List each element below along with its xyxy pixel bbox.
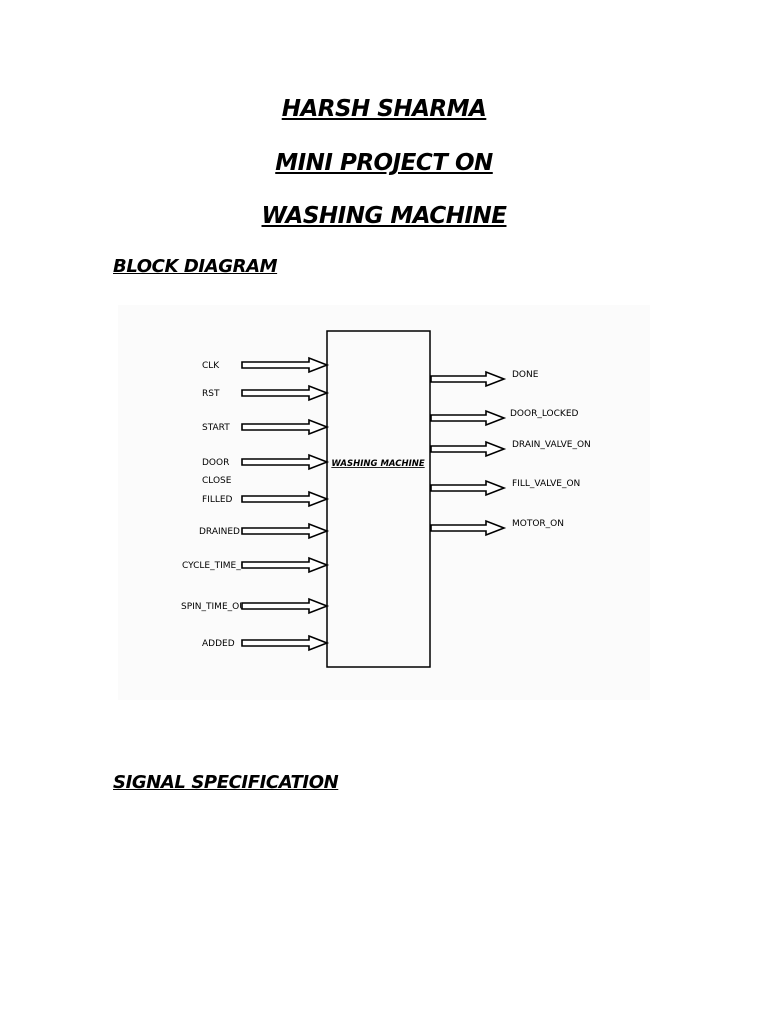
input-arrow-cycle-time-out-shape	[241, 556, 330, 574]
output-signals: DONE DOOR_LOCKED DRAIN_VALVE_ON FILL_VALVE_…	[430, 370, 591, 537]
input-arrow-rst-shape	[241, 384, 330, 402]
washing-machine-block-label: WASHING MACHINE	[331, 459, 425, 469]
input-label-clk: CLK	[202, 361, 220, 371]
output-label-motor-on: MOTOR_ON	[512, 519, 564, 529]
output-arrow-done	[430, 370, 507, 388]
output-arrow-drain-valve-on	[430, 440, 507, 458]
output-arrow-door-locked-shape	[430, 409, 507, 427]
project-subtitle: MINI PROJECT ON	[275, 150, 493, 176]
input-arrow-filled	[241, 490, 330, 508]
input-label-close: CLOSE	[202, 476, 232, 486]
input-label-cycle-time-out: CYCLE_TIME_OUT	[182, 561, 260, 571]
input-arrow-start	[241, 418, 330, 436]
input-arrow-door-shape	[241, 453, 330, 471]
output-label-door-locked: DOOR_LOCKED	[510, 409, 579, 419]
input-arrow-added-shape	[241, 634, 330, 652]
author-name: HARSH SHARMA	[281, 96, 487, 122]
input-arrow-door	[241, 453, 330, 471]
input-arrow-rst	[241, 384, 330, 402]
input-arrow-spin-time-out	[241, 597, 330, 615]
input-label-door: DOOR	[202, 458, 229, 468]
block-diagram-heading: BLOCK DIAGRAM	[113, 256, 278, 277]
signal-specification-heading: SIGNAL SPECIFICATION	[113, 772, 339, 793]
input-label-start: START	[202, 423, 230, 433]
input-arrow-cycle-time-out	[241, 556, 330, 574]
input-arrow-start-shape	[241, 418, 330, 436]
output-label-drain-valve-on: DRAIN_VALVE_ON	[512, 440, 591, 450]
input-arrow-clk-shape	[241, 356, 330, 374]
input-label-spin-time-out: SPIN_TIME_OUT	[181, 602, 252, 612]
output-arrow-motor-on	[430, 519, 507, 537]
output-arrow-door-locked	[430, 409, 507, 427]
block-diagram: WASHING MACHINE CLK RST START DOOR CLOSE FILL…	[118, 305, 650, 700]
input-arrow-drained	[241, 522, 330, 540]
project-topic: WASHING MACHINE	[261, 203, 507, 229]
input-label-added: ADDED	[202, 639, 235, 649]
block-diagram-svg: WASHING MACHINE CLK RST START DOOR CLOSE FILL…	[181, 330, 591, 668]
output-arrow-done-shape	[430, 370, 507, 388]
input-arrow-added	[241, 634, 330, 652]
input-label-filled: FILLED	[202, 495, 233, 505]
input-arrow-drained-shape	[241, 522, 330, 540]
input-signals: CLK RST START DOOR CLOSE FILLED DRAINED CYCLE_T…	[181, 356, 330, 652]
output-arrow-fill-valve-on-shape	[430, 479, 507, 497]
output-label-fill-valve-on: FILL_VALVE_ON	[512, 479, 580, 489]
output-arrow-motor-on-shape	[430, 519, 507, 537]
input-arrow-spin-time-out-shape	[241, 597, 330, 615]
input-label-rst: RST	[202, 389, 220, 399]
input-label-drained: DRAINED	[199, 527, 240, 537]
output-label-done: DONE	[512, 370, 539, 380]
input-arrow-clk	[241, 356, 330, 374]
output-arrow-fill-valve-on	[430, 479, 507, 497]
washing-machine-block	[326, 330, 431, 668]
input-arrow-filled-shape	[241, 490, 330, 508]
output-arrow-drain-valve-on-shape	[430, 440, 507, 458]
